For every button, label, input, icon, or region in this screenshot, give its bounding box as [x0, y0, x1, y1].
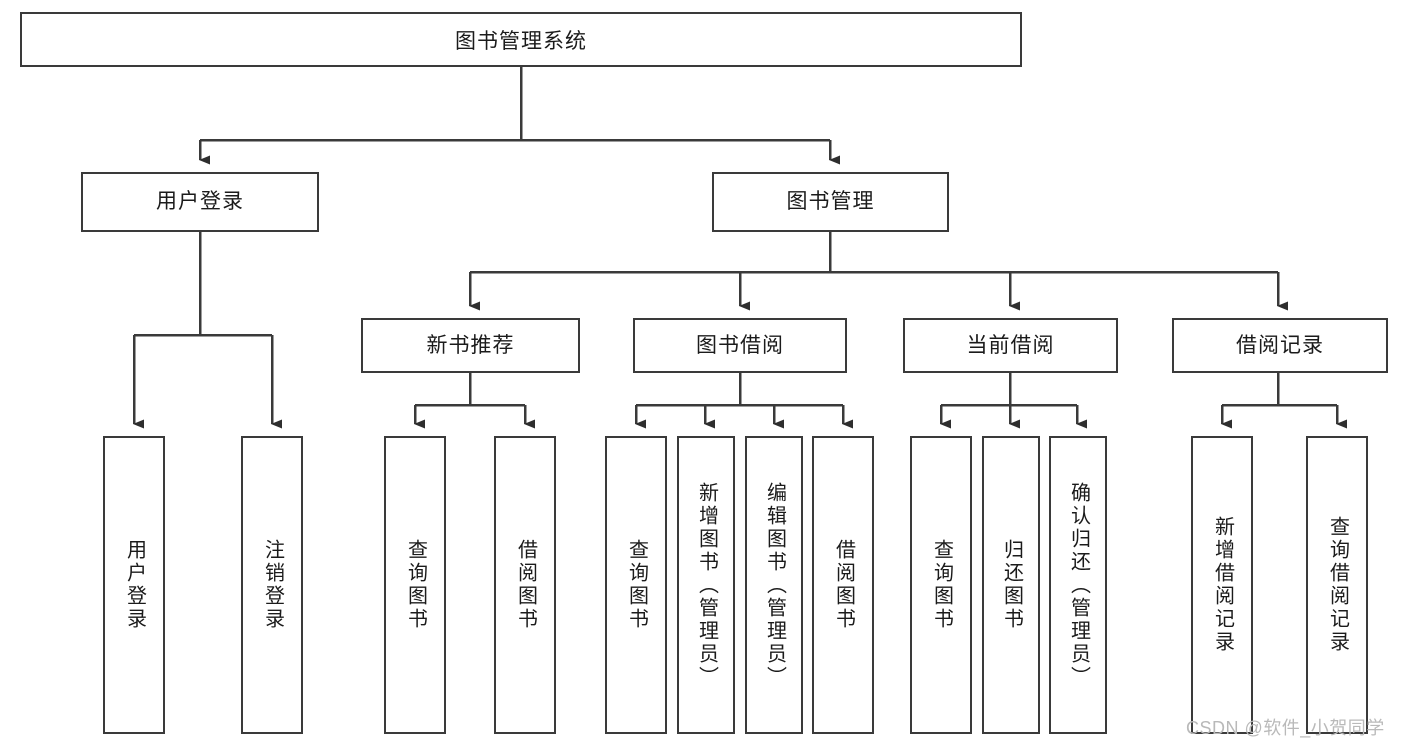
node-leaf-edit-book-label: 编辑图书（管理员） — [763, 481, 786, 689]
node-leaf-borrow-book-1-label: 借阅图书 — [514, 539, 537, 631]
node-leaf-return-book-label: 归还图书 — [1000, 539, 1023, 631]
node-leaf-add-record[interactable]: 新增借阅记录 — [1191, 436, 1253, 734]
node-leaf-query-book-3[interactable]: 查询图书 — [910, 436, 972, 734]
node-leaf-user-logout[interactable]: 注销登录 — [241, 436, 303, 734]
node-root-system[interactable]: 图书管理系统 — [20, 12, 1022, 67]
node-leaf-confirm-return[interactable]: 确认归还（管理员） — [1049, 436, 1107, 734]
node-leaf-query-book-3-label: 查询图书 — [930, 539, 953, 631]
node-leaf-return-book[interactable]: 归还图书 — [982, 436, 1040, 734]
csdn-watermark: CSDN @软件_小贺同学 — [1186, 718, 1385, 738]
node-leaf-query-record[interactable]: 查询借阅记录 — [1306, 436, 1368, 734]
node-new-book-recommend[interactable]: 新书推荐 — [361, 318, 580, 373]
node-leaf-borrow-book-2-label: 借阅图书 — [832, 539, 855, 631]
node-leaf-add-record-label: 新增借阅记录 — [1211, 516, 1234, 654]
node-book-manage[interactable]: 图书管理 — [712, 172, 949, 232]
node-leaf-query-book-1-label: 查询图书 — [404, 539, 427, 631]
node-leaf-query-book-2[interactable]: 查询图书 — [605, 436, 667, 734]
node-leaf-confirm-return-label: 确认归还（管理员） — [1067, 481, 1090, 689]
node-leaf-user-login[interactable]: 用户登录 — [103, 436, 165, 734]
node-root-system-label: 图书管理系统 — [455, 29, 587, 53]
node-leaf-borrow-book-2[interactable]: 借阅图书 — [812, 436, 874, 734]
node-leaf-add-book-label: 新增图书（管理员） — [695, 481, 718, 689]
node-new-book-recommend-label: 新书推荐 — [426, 333, 515, 357]
node-leaf-query-book-2-label: 查询图书 — [625, 539, 648, 631]
node-user-login[interactable]: 用户登录 — [81, 172, 319, 232]
node-borrow-record-label: 借阅记录 — [1236, 333, 1324, 357]
node-current-borrow-label: 当前借阅 — [966, 333, 1055, 357]
node-leaf-query-record-label: 查询借阅记录 — [1326, 516, 1349, 654]
node-leaf-query-book-1[interactable]: 查询图书 — [384, 436, 446, 734]
node-user-login-label: 用户登录 — [156, 190, 244, 214]
node-leaf-user-logout-label: 注销登录 — [261, 539, 284, 631]
node-borrow-record[interactable]: 借阅记录 — [1172, 318, 1388, 373]
node-book-borrow[interactable]: 图书借阅 — [633, 318, 847, 373]
node-book-borrow-label: 图书借阅 — [696, 333, 784, 357]
node-leaf-edit-book[interactable]: 编辑图书（管理员） — [745, 436, 803, 734]
node-leaf-borrow-book-1[interactable]: 借阅图书 — [494, 436, 556, 734]
node-leaf-user-login-label: 用户登录 — [123, 539, 146, 631]
node-current-borrow[interactable]: 当前借阅 — [903, 318, 1118, 373]
node-leaf-add-book[interactable]: 新增图书（管理员） — [677, 436, 735, 734]
node-book-manage-label: 图书管理 — [786, 190, 875, 214]
